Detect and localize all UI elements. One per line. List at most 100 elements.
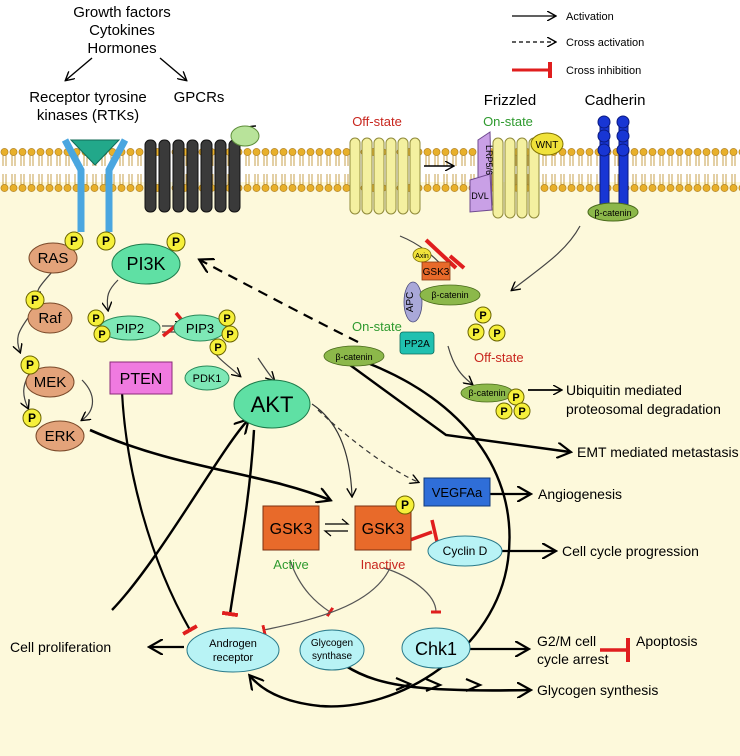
mek-phospho: [20, 355, 40, 375]
p-label: P: [26, 358, 34, 372]
dc-beta-catenin-label: β-catenin: [431, 290, 468, 300]
pi3k-label: PI3K: [126, 254, 165, 274]
vegfa-label: VEGFAa: [432, 485, 483, 500]
hormones-label: Hormones: [87, 40, 156, 57]
frizzled-on-state: [469, 131, 540, 219]
rtk-label-line1: Receptor tyrosine: [29, 89, 147, 106]
p-label: P: [479, 310, 486, 322]
apc-label: APC: [405, 292, 416, 313]
axin-label: Axin: [415, 253, 429, 260]
wnt-ligand: [530, 132, 564, 156]
g2m-label-line1: G2/M cell: [537, 633, 596, 649]
p-label: P: [102, 234, 110, 248]
on-state-label: On-state: [483, 114, 533, 129]
pip2-phospho-2: [93, 325, 111, 343]
androgen-receptor-node: [186, 627, 280, 673]
p-label: P: [28, 411, 36, 425]
ar-label-line1: Androgen: [209, 638, 257, 650]
pdk1-node: [184, 365, 230, 391]
cell-proliferation-label: Cell proliferation: [10, 639, 111, 655]
off-state-label: Off-state: [352, 114, 402, 129]
apc-node: [403, 281, 423, 323]
chk1-label: Chk1: [415, 639, 457, 659]
legend-cross-activation: Cross activation: [566, 37, 644, 49]
gpcr-receptor: [144, 125, 260, 213]
rtk-phospho-left: [64, 231, 84, 251]
pi3k-phospho: [166, 232, 186, 252]
dc-gsk3-node: [421, 261, 451, 281]
pp2a-node: [399, 331, 435, 355]
pip3-phospho-2: [221, 325, 239, 343]
gs-label-line1: Glycogen: [311, 638, 353, 649]
dc-beta-catenin-node: [419, 284, 481, 306]
frizzled-off-state: [349, 137, 421, 215]
gs-label-line2: synthase: [312, 651, 352, 662]
lrp-label: LRP5/6: [484, 145, 494, 175]
rtk-phospho-right: [96, 231, 116, 251]
rtk-label-line2: kinases (RTKs): [37, 107, 139, 124]
dvl-label: DVL: [471, 191, 489, 201]
inactive-label: Inactive: [361, 557, 406, 572]
cyclin-d-node: [427, 535, 503, 567]
growth-factors-label: Growth factors: [73, 4, 171, 21]
p-label: P: [70, 234, 78, 248]
cell-cycle-label: Cell cycle progression: [562, 543, 699, 559]
mek-node: [25, 366, 75, 398]
pip2-label: PIP2: [116, 321, 144, 336]
dc-bcat-phospho-3: [467, 323, 485, 341]
frizzled-label: Frizzled: [484, 92, 537, 109]
ras-label: RAS: [38, 250, 69, 267]
raf-label: Raf: [38, 310, 62, 327]
active-label: Active: [273, 557, 308, 572]
p-label: P: [98, 329, 105, 341]
pip3-phospho-3: [209, 338, 227, 356]
glycogen-synthesis-label: Glycogen synthesis: [537, 682, 658, 698]
p-label: P: [472, 327, 479, 339]
free-beta-catenin-node: [323, 345, 385, 367]
p-label: P: [31, 293, 39, 307]
g2m-label-line2: cycle arrest: [537, 651, 609, 667]
ar-label-line2: receptor: [213, 652, 254, 664]
pp2a-label: PP2A: [404, 339, 430, 350]
erk-label: ERK: [45, 428, 76, 445]
p-label: P: [226, 329, 233, 341]
akt-node: [233, 379, 311, 429]
cyclin-d-label: Cyclin D: [443, 544, 488, 558]
cadherin-label: Cadherin: [585, 92, 646, 109]
gsk3-active-node: [262, 505, 320, 551]
erk-node: [35, 420, 85, 452]
mek-label: MEK: [34, 374, 67, 391]
gsk3-phospho: [395, 495, 415, 515]
p-label: P: [172, 235, 180, 249]
on-state-2-label: On-state: [352, 319, 402, 334]
apoptosis-label: Apoptosis: [636, 633, 697, 649]
pip2-phospho-1: [87, 309, 105, 327]
glycogen-synthase-node: [299, 629, 365, 671]
chk1-node: [401, 627, 471, 669]
p-label: P: [401, 498, 409, 512]
p-label: P: [512, 392, 519, 404]
off-state-2-label: Off-state: [474, 350, 524, 365]
cytokines-label: Cytokines: [89, 22, 155, 39]
pip3-phospho-1: [218, 309, 236, 327]
dc-bcat-phospho-1: [474, 306, 492, 324]
ubiquitin-label-line2: proteosomal degradation: [566, 401, 721, 417]
rtk-receptor: [61, 138, 129, 232]
raf-node: [27, 302, 73, 334]
akt-label: AKT: [251, 392, 294, 417]
deg-bcat-phospho-2: [495, 402, 513, 420]
p-label: P: [223, 313, 230, 325]
legend-cross-inhibition: Cross inhibition: [566, 65, 641, 77]
cadherin: [597, 115, 630, 211]
cytoplasm: [0, 182, 740, 756]
p-label: P: [493, 328, 500, 340]
gsk3-active-label: GSK3: [270, 521, 313, 538]
pdk1-label: PDK1: [193, 373, 222, 385]
emt-label: EMT mediated metastasis: [577, 444, 739, 460]
cadherin-beta-catenin: β-catenin: [594, 208, 631, 218]
ras-node: [28, 242, 78, 274]
pi3k-node: [111, 243, 181, 285]
angiogenesis-label: Angiogenesis: [538, 486, 622, 502]
